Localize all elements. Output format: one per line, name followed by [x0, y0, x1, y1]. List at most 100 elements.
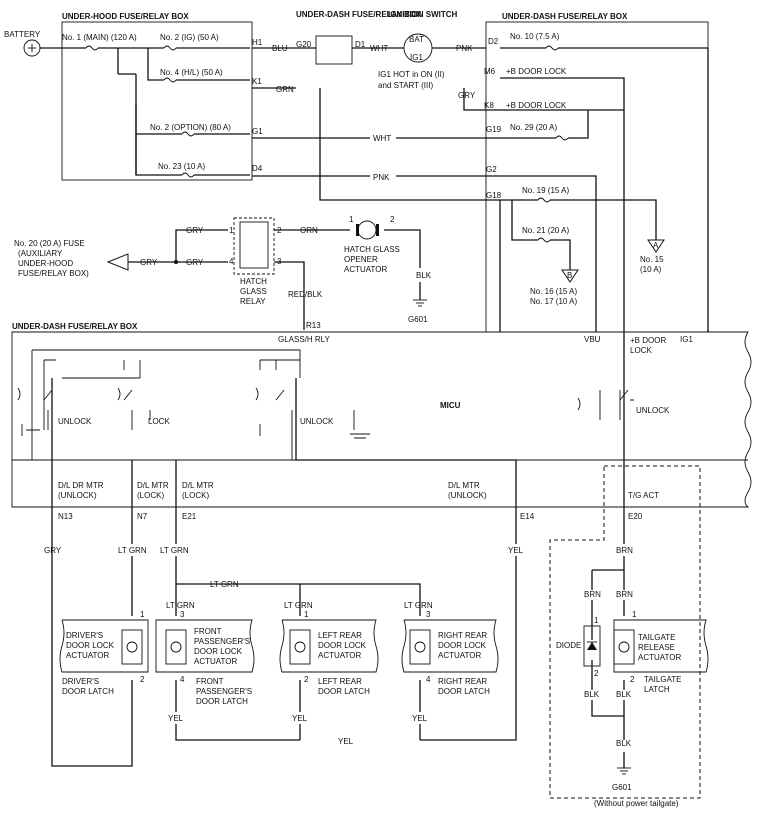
act2-line1: FRONT — [194, 627, 222, 636]
fuse-10-label: No. 10 (7.5 A) — [510, 32, 560, 41]
vbu-label: VBU — [584, 335, 601, 344]
wire-ltgrn-n7: LT GRN — [118, 546, 147, 555]
terminal-k8: K8 — [484, 101, 494, 110]
wire-yel-lr: YEL — [292, 714, 308, 723]
fuse-10-icon — [545, 45, 559, 51]
fuse-19-label: No. 19 (15 A) — [522, 186, 569, 195]
act3-line1: LEFT REAR — [318, 631, 362, 640]
aux-line2: (AUXILIARY — [18, 249, 63, 258]
under-hood-fuse-box: UNDER-HOOD FUSE/RELAY BOX — [61, 12, 253, 181]
wire-ltgrn-e21: LT GRN — [160, 546, 189, 555]
actuator-line2: OPENER — [344, 255, 378, 264]
fuse-hl-label: No. 4 (H/L) (50 A) — [160, 68, 223, 77]
terminal-g1: G1 — [252, 127, 263, 136]
relay-line2: GLASS — [240, 287, 267, 296]
micu-title: MICU — [440, 401, 461, 410]
aux-line3: UNDER-HOOD — [18, 259, 73, 268]
terminal-h1: H1 — [252, 38, 263, 47]
act3-pin-bot: 2 — [304, 675, 309, 684]
fuse-29-icon — [555, 135, 569, 141]
diode-label: DIODE — [556, 641, 581, 650]
terminal-g20: G20 — [296, 40, 312, 49]
aux-connector-icon — [106, 253, 129, 271]
tg-pin-top: 1 — [632, 610, 637, 619]
wire-wht-2: WHT — [370, 44, 388, 53]
battery-label: BATTERY — [4, 30, 41, 39]
actuator-line3: ACTUATOR — [344, 265, 387, 274]
tg-act: T/G ACT — [628, 491, 659, 500]
wire-yel-rr: YEL — [412, 714, 428, 723]
act1-latch2: DOOR LATCH — [62, 687, 114, 696]
under-dash-box-small: UNDER-DASH FUSE/RELAY BOX G20 D1 — [296, 10, 422, 65]
terminal-g18: G18 — [486, 191, 502, 200]
micu-unlock-2: UNLOCK — [300, 417, 334, 426]
actuator-pin-2: 2 — [390, 215, 395, 224]
no15-line1: No. 15 — [640, 255, 664, 264]
wire-brn-diode: BRN — [584, 590, 601, 599]
fuse-option-icon — [181, 131, 195, 137]
act2-line4: ACTUATOR — [194, 657, 237, 666]
terminal-k1: K1 — [252, 77, 262, 86]
ground-g601-tg: G601 — [612, 783, 632, 792]
ground-icon — [413, 299, 427, 307]
out3-line1: D/L MTR — [182, 481, 214, 490]
micu-box — [11, 331, 752, 508]
wire-red-blk: RED/BLK — [288, 290, 323, 299]
motor-icon — [414, 641, 426, 653]
fuse-main-label: No. 1 (MAIN) (120 A) — [62, 33, 137, 42]
wire-orn: ORN — [300, 226, 318, 235]
wire-pnk-2: PNK — [456, 44, 473, 53]
tailgate-actuator: 1 2 TAILGATE RELEASE ACTUATOR TAILGATE L… — [613, 610, 709, 694]
wire-gry-relay-2: GRY — [186, 258, 204, 267]
tg-latch2: LATCH — [644, 685, 670, 694]
fuse-21-label: No. 21 (20 A) — [522, 226, 569, 235]
act3-pin-top: 1 — [304, 610, 309, 619]
wire-blk-ground: BLK — [616, 739, 632, 748]
wire-yel-fp: YEL — [168, 714, 184, 723]
tg-pin-bot: 2 — [630, 675, 635, 684]
actuator-pin-1: 1 — [349, 215, 354, 224]
out2-line2: (LOCK) — [137, 491, 164, 500]
bdoor-micu-2: LOCK — [630, 346, 652, 355]
micu-unlock-1: UNLOCK — [58, 417, 92, 426]
terminal-d2: D2 — [488, 37, 499, 46]
wire-gry-ig: GRY — [458, 91, 476, 100]
aux-line1: No. 20 (20 A) FUSE — [14, 239, 85, 248]
diode-icon — [587, 642, 597, 650]
tg-line1: TAILGATE — [638, 633, 676, 642]
wire-blk-diode: BLK — [584, 690, 600, 699]
fuse-21-icon — [537, 237, 551, 243]
act2-line2: PASSENGER'S — [194, 637, 250, 646]
fuse-option-label: No. 2 (OPTION) (80 A) — [150, 123, 231, 132]
act2-pin-top: 3 — [180, 610, 185, 619]
wire-brn-act: BRN — [616, 590, 633, 599]
under-dash-box-title-2: UNDER-DASH FUSE/RELAY BOX — [502, 12, 628, 21]
pin-n13: N13 — [58, 512, 73, 521]
act1-line3: ACTUATOR — [66, 651, 109, 660]
act2-latch3: DOOR LATCH — [196, 697, 248, 706]
tg-line3: ACTUATOR — [638, 653, 681, 662]
terminal-g2: G2 — [486, 165, 497, 174]
ignition-note-1: IG1 HOT in ON (II) — [378, 70, 445, 79]
out1-line1: D/L DR MTR — [58, 481, 104, 490]
motor-icon — [294, 641, 306, 653]
terminal-m6: M6 — [484, 67, 496, 76]
pin-n7: N7 — [137, 512, 148, 521]
motor-icon — [618, 641, 630, 653]
optional-region — [549, 465, 701, 799]
act1-line2: DOOR LOCK — [66, 641, 115, 650]
fuse-hl-icon — [163, 77, 177, 83]
act4-line1: RIGHT REAR — [438, 631, 487, 640]
act3-latch1: LEFT REAR — [318, 677, 362, 686]
ref-b: B — [567, 271, 572, 280]
pin-r13: R13 — [306, 321, 321, 330]
relay-pin-4: 4 — [229, 257, 234, 266]
relay-line3: RELAY — [240, 297, 266, 306]
wire-ltgrn-rr: LT GRN — [404, 601, 433, 610]
wire-blk-hatch: BLK — [416, 271, 432, 280]
hatch-glass-actuator: 1 2 HATCH GLASS OPENER ACTUATOR — [344, 215, 400, 274]
diode: DIODE 1 2 — [556, 616, 601, 678]
bdoor-label-2: +B DOOR LOCK — [506, 101, 567, 110]
terminal-d4: D4 — [252, 164, 263, 173]
out3-line2: (LOCK) — [182, 491, 209, 500]
